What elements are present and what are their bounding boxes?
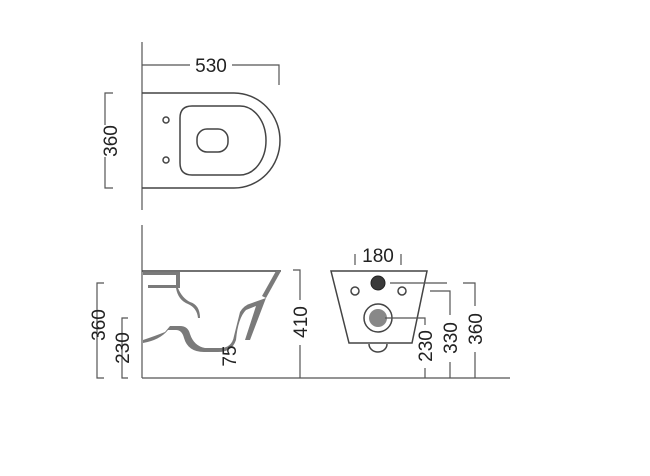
fixing-height-dimension-line <box>430 290 451 378</box>
back-plate-outline <box>330 270 428 344</box>
rim-section <box>262 271 281 298</box>
seat-hole <box>162 116 170 124</box>
fixing-height-label: 330 <box>441 322 462 354</box>
outlet-height-label: 230 <box>416 330 437 362</box>
outlet-height-dimension-line <box>385 317 426 378</box>
total-height-dimension-line <box>96 282 104 379</box>
outlet-height-dimension-line <box>121 317 128 379</box>
total-height-label: 360 <box>89 309 110 341</box>
inlet-spacing-dimension-line <box>354 254 402 265</box>
width-label: 360 <box>101 125 122 157</box>
rim-height-label: 410 <box>291 306 312 338</box>
fixing-hole <box>350 286 360 296</box>
width-dimension-line <box>104 92 113 189</box>
side-view: 360 230 75 410 <box>89 225 510 379</box>
bowl-section <box>143 298 266 352</box>
base-foot <box>368 343 388 353</box>
seat-outline <box>179 105 267 176</box>
length-dimension-line <box>142 64 280 85</box>
water-inlet <box>370 275 386 291</box>
bowl-opening <box>196 128 229 153</box>
outlet-offset-label: 75 <box>220 345 241 366</box>
bowl-outline <box>142 92 281 189</box>
outlet <box>369 309 387 327</box>
inlet-section <box>143 272 180 288</box>
inlet-spacing-label: 180 <box>362 246 394 267</box>
front-view: 180 230 330 360 <box>330 246 487 378</box>
outlet-height-label: 230 <box>113 332 134 364</box>
top-view: 530 360 <box>101 42 281 210</box>
inlet-height-label: 360 <box>466 313 487 345</box>
rim-height-dimension-line <box>293 269 301 378</box>
fixing-hole <box>397 286 407 296</box>
trap-section <box>176 288 200 318</box>
length-label: 530 <box>195 56 227 77</box>
inlet-height-dimension-line <box>390 282 476 378</box>
seat-hole <box>162 156 170 164</box>
